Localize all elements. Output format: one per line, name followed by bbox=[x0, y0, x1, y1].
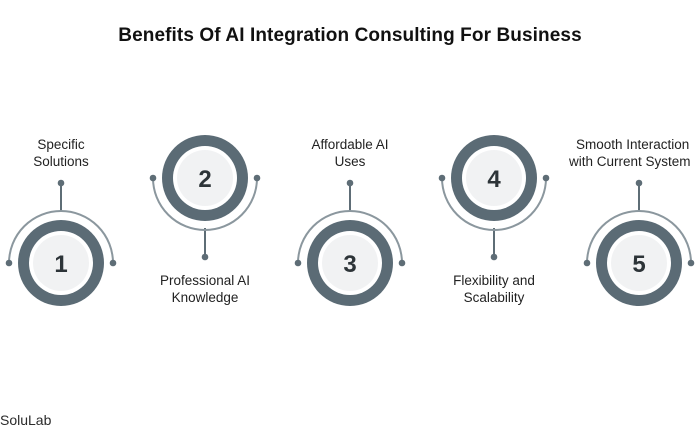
connector-dot bbox=[490, 253, 498, 261]
step-number: 5 bbox=[632, 251, 645, 278]
step-number: 3 bbox=[343, 251, 356, 278]
step-1: 1 bbox=[5, 179, 117, 306]
step-inner bbox=[177, 150, 233, 206]
step-5: 5 bbox=[583, 179, 695, 306]
step-number: 2 bbox=[198, 166, 211, 193]
arc-end-dot-right bbox=[253, 174, 261, 182]
arc-end-dot-right bbox=[687, 259, 695, 267]
step-4: 4 bbox=[438, 135, 550, 261]
step-number: 1 bbox=[54, 251, 67, 278]
label-line: with Current System bbox=[569, 154, 691, 169]
arc-end-dot-right bbox=[542, 174, 550, 182]
diagram-title: Benefits Of AI Integration Consulting Fo… bbox=[118, 25, 582, 46]
step-3-label: Affordable AI Uses bbox=[290, 136, 410, 170]
step-1-label: Specific Solutions bbox=[11, 136, 111, 170]
label-line: Smooth Interaction bbox=[576, 137, 690, 152]
arc-track bbox=[8, 210, 114, 264]
arc-end-dot-right bbox=[109, 259, 117, 267]
arc-track bbox=[297, 210, 403, 264]
arc-end-dot-left bbox=[149, 174, 157, 182]
arc-end-dot-left bbox=[5, 259, 13, 267]
step-4-label: Flexibility and Scalability bbox=[434, 272, 554, 306]
label-line: Uses bbox=[334, 154, 366, 169]
arc-end-dot-right bbox=[398, 259, 406, 267]
step-inner bbox=[611, 235, 667, 291]
step-3: 3 bbox=[294, 179, 406, 306]
step-number: 4 bbox=[487, 166, 501, 193]
step-2: 2 bbox=[149, 135, 261, 261]
step-inner bbox=[33, 235, 89, 291]
connector-dot bbox=[635, 179, 643, 187]
arc-track bbox=[441, 177, 547, 231]
label-line: Affordable AI bbox=[311, 137, 389, 152]
label-line: Professional AI bbox=[159, 273, 251, 288]
step-5-label: Smooth Interaction with Current System bbox=[561, 136, 700, 170]
connector-dot bbox=[346, 179, 354, 187]
connector-dot bbox=[57, 179, 65, 187]
label-line: Specific bbox=[37, 137, 85, 152]
step-inner bbox=[322, 235, 378, 291]
brand-logo-text: SoluLab bbox=[0, 412, 52, 428]
arc-end-dot-left bbox=[583, 259, 591, 267]
arc-end-dot-left bbox=[294, 259, 302, 267]
label-line: Flexibility and bbox=[453, 273, 535, 288]
label-line: Scalability bbox=[463, 290, 525, 305]
label-line: Solutions bbox=[33, 154, 89, 169]
label-line: Knowledge bbox=[171, 290, 239, 305]
arc-track bbox=[586, 210, 692, 264]
step-2-label: Professional AI Knowledge bbox=[145, 272, 265, 306]
connector-dot bbox=[201, 253, 209, 261]
arc-track bbox=[152, 177, 258, 231]
arc-end-dot-left bbox=[438, 174, 446, 182]
step-inner bbox=[466, 150, 522, 206]
